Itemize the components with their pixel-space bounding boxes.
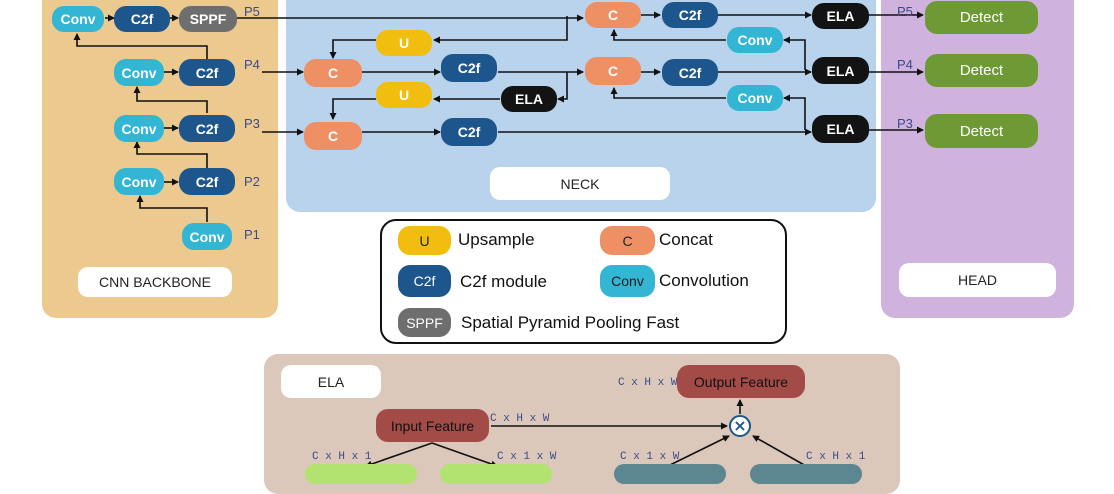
- backbone-level-p1: P1: [244, 227, 260, 242]
- legend-upsample-label: Upsample: [458, 230, 535, 249]
- head-detect-p5: Detect: [925, 1, 1038, 34]
- ela-output-feature: Output Feature: [677, 365, 805, 398]
- backbone-conv-p2: Conv: [114, 168, 164, 195]
- legend-sppf-icon: SPPF: [398, 308, 451, 337]
- ela-input-dims: C x H x W: [490, 413, 550, 425]
- neck-upsample-1: U: [376, 30, 432, 56]
- neck-ela-mid: ELA: [501, 86, 557, 112]
- legend-sppf-label: Spatial Pyramid Pooling Fast: [461, 313, 680, 332]
- ela-multiply-symbol: ×: [733, 416, 747, 435]
- head-level-p5: P5: [897, 4, 913, 19]
- legend-conv-icon: Conv: [600, 265, 655, 297]
- neck-concat-bottom: C: [304, 122, 362, 150]
- neck-conv-top: Conv: [727, 27, 783, 53]
- head-detect-p3: Detect: [925, 114, 1038, 148]
- backbone-title: CNN BACKBONE: [78, 267, 232, 297]
- neck-concat-top: C: [585, 2, 641, 28]
- neck-c2f-mid-right: C2f: [662, 59, 718, 86]
- neck-ela-p4: ELA: [812, 57, 869, 84]
- neck-concat-mid-right: C: [585, 57, 641, 85]
- ela-multiply-icon: ×: [729, 415, 751, 437]
- backbone-conv-p3: Conv: [114, 115, 164, 142]
- legend-c2f-icon: C2f: [398, 265, 451, 297]
- backbone-sppf: SPPF: [179, 6, 237, 32]
- backbone-c2f-p4: C2f: [179, 59, 235, 86]
- neck-c2f-mid-left: C2f: [441, 54, 497, 82]
- backbone-conv-p1: Conv: [182, 223, 232, 250]
- ela-pool-h-node: [305, 464, 417, 484]
- backbone-c2f-p3: C2f: [179, 115, 235, 142]
- backbone-level-p2: P2: [244, 174, 260, 189]
- head-level-p3: P3: [897, 116, 913, 131]
- connection-lines: [73, 11, 924, 468]
- ela-right-h-dims: C x H x 1: [806, 451, 866, 463]
- ela-input-feature: Input Feature: [376, 409, 489, 442]
- ela-pool-w-node: [440, 464, 552, 484]
- neck-c2f-bottom: C2f: [441, 118, 497, 146]
- ela-left-w-dims: C x 1 x W: [497, 451, 557, 463]
- neck-concat-mid-left: C: [304, 59, 362, 87]
- neck-upsample-2: U: [376, 82, 432, 108]
- ela-branch-h-node: [750, 464, 862, 484]
- head-detect-p4: Detect: [925, 54, 1038, 87]
- legend-concat-icon: C: [600, 226, 655, 255]
- backbone-level-p4: P4: [244, 57, 260, 72]
- backbone-panel: [42, 0, 278, 318]
- neck-title: NECK: [490, 167, 670, 200]
- ela-output-dims: C x H x W: [618, 377, 678, 389]
- backbone-conv-p5: Conv: [52, 6, 104, 32]
- legend-c2f-label: C2f module: [460, 272, 547, 291]
- backbone-conv-p4: Conv: [114, 59, 164, 86]
- ela-branch-w-node: [614, 464, 726, 484]
- legend-concat-label: Concat: [659, 230, 713, 249]
- backbone-c2f-p2: C2f: [179, 168, 235, 195]
- legend-conv-label: Convolution: [659, 271, 749, 290]
- neck-c2f-top: C2f: [662, 2, 718, 28]
- ela-title: ELA: [281, 365, 381, 398]
- head-level-p4: P4: [897, 57, 913, 72]
- head-title: HEAD: [899, 263, 1056, 297]
- backbone-level-p3: P3: [244, 116, 260, 131]
- legend-upsample-icon: U: [398, 226, 451, 255]
- backbone-c2f-p5: C2f: [114, 6, 170, 32]
- neck-conv-mid: Conv: [727, 85, 783, 111]
- neck-ela-p3: ELA: [812, 115, 869, 143]
- neck-ela-p5: ELA: [812, 3, 869, 29]
- ela-left-h-dims: C x H x 1: [312, 451, 372, 463]
- backbone-level-p5: P5: [244, 4, 260, 19]
- ela-right-w-dims: C x 1 x W: [620, 451, 680, 463]
